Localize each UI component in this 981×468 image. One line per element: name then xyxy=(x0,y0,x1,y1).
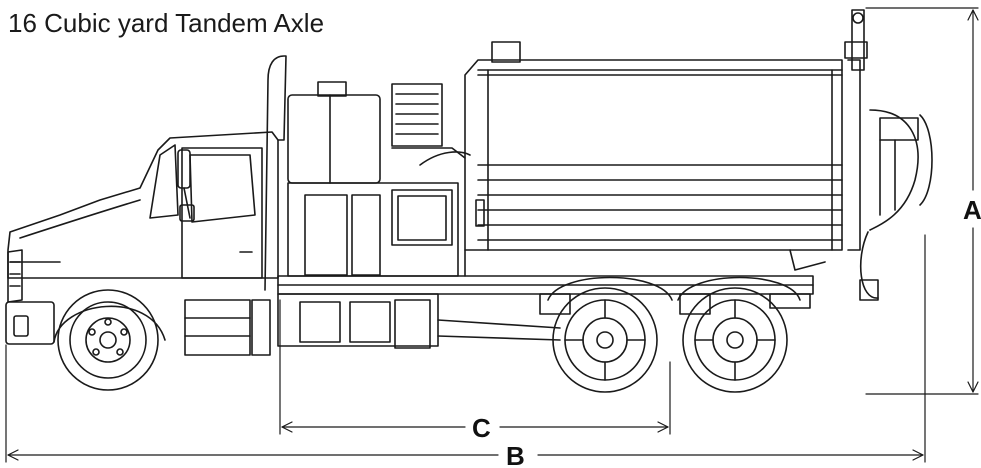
rear-fender-1 xyxy=(547,276,673,301)
exhaust-stack xyxy=(264,55,287,291)
rear-wheel-1 xyxy=(552,287,658,393)
dim-a-label: A xyxy=(963,195,981,225)
chassis-frame xyxy=(277,275,814,349)
dim-b-arrow-left xyxy=(7,449,19,461)
dim-c-arrow-right xyxy=(657,421,669,433)
rear-door-boom xyxy=(847,9,933,301)
dim-b-arrow-right xyxy=(912,449,924,461)
diagram-title: 16 Cubic yard Tandem Axle xyxy=(8,8,325,38)
truck-cab xyxy=(5,131,279,356)
dim-c-label: C xyxy=(472,413,491,443)
rear-fender-2 xyxy=(677,276,801,301)
dim-a-arrow-top xyxy=(967,9,979,21)
dim-c-arrow-left xyxy=(281,421,293,433)
front-wheel xyxy=(57,289,159,391)
engine-module xyxy=(287,81,471,277)
dim-a-arrow-bottom xyxy=(967,381,979,393)
dim-b-label: B xyxy=(506,441,525,468)
debris-tank xyxy=(464,41,868,277)
dimension-lines xyxy=(5,7,979,463)
rear-wheel-2 xyxy=(682,287,788,393)
